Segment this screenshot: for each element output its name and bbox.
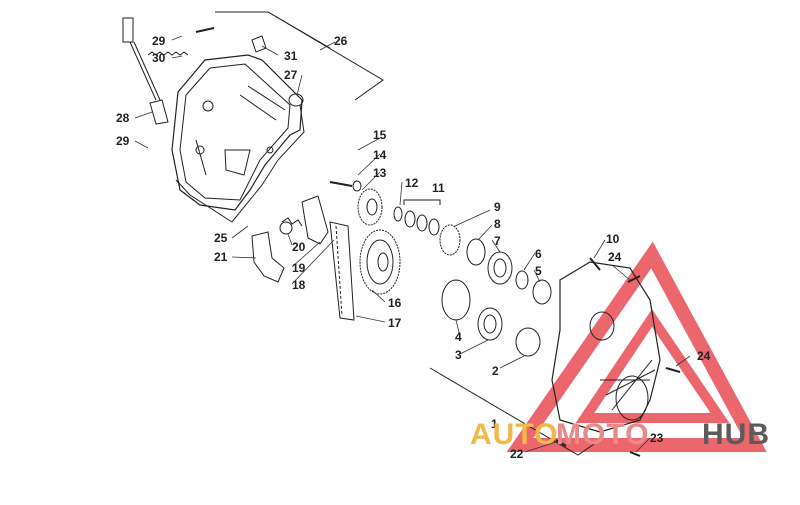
bearing-upper [487, 251, 513, 285]
watermark-hub: HUB [702, 418, 770, 451]
callout-6: 6 [535, 247, 542, 261]
shim-set [393, 199, 441, 236]
callout-20: 20 [292, 240, 306, 254]
callout-4: 4 [455, 330, 462, 344]
callout-3: 3 [455, 348, 462, 362]
bolt-washer [329, 180, 362, 192]
callout-13: 13 [373, 166, 387, 180]
callout-1: 1 [491, 417, 498, 431]
cover-gasket [175, 104, 305, 223]
watermark-auto: AUTO [470, 418, 559, 451]
callout-8: 8 [494, 217, 501, 231]
callout-26: 26 [334, 34, 348, 48]
callout-12: 12 [405, 176, 419, 190]
callout-18: 18 [292, 278, 306, 292]
housing-fasteners [555, 257, 681, 457]
callout-9: 9 [494, 200, 501, 214]
lower-seal [515, 327, 541, 357]
tensioner-arm [279, 195, 329, 245]
callout-19: 19 [292, 261, 306, 275]
drive-housing [551, 261, 661, 433]
bearing-lower [477, 307, 503, 341]
callout-14: 14 [373, 148, 387, 162]
callout-23: 23 [650, 431, 664, 445]
callout-17: 17 [388, 316, 402, 330]
leader-lines [134, 35, 691, 453]
callout-15: 15 [373, 128, 387, 142]
callout-25: 25 [214, 231, 228, 245]
breather-fitting [251, 35, 267, 53]
snap-ring [466, 238, 486, 266]
callout-31: 31 [284, 49, 298, 63]
large-sprocket [359, 229, 401, 295]
callout-11: 11 [432, 181, 445, 195]
spring-bolt [147, 27, 215, 56]
small-sprocket [357, 188, 383, 226]
callout-16: 16 [388, 296, 402, 310]
callout-27: 27 [284, 68, 298, 82]
callout-5: 5 [535, 264, 542, 278]
callout-29-top: 29 [152, 34, 166, 48]
callout-21: 21 [214, 250, 228, 264]
drive-chain [329, 221, 355, 321]
cover-bracket [215, 11, 384, 101]
callout-7: 7 [494, 234, 501, 248]
skid-bracket [251, 231, 285, 283]
drive-gear [439, 224, 461, 256]
callout-29-left: 29 [116, 134, 130, 148]
drive-cover [171, 54, 303, 211]
plug [288, 93, 304, 107]
callout-24-top: 24 [608, 250, 622, 264]
callout-22: 22 [510, 447, 524, 461]
watermark-triangle [506, 241, 767, 452]
upper-seals [515, 270, 552, 305]
sensor-cable [122, 17, 169, 125]
lower-snap-ring [441, 279, 471, 321]
callout-28: 28 [116, 111, 130, 125]
housing-bracket [429, 367, 601, 456]
callout-10: 10 [606, 232, 620, 246]
callout-24-right: 24 [697, 349, 711, 363]
callout-2: 2 [492, 364, 499, 378]
callout-30: 30 [152, 51, 166, 65]
watermark-moto: MOTO [556, 418, 650, 451]
